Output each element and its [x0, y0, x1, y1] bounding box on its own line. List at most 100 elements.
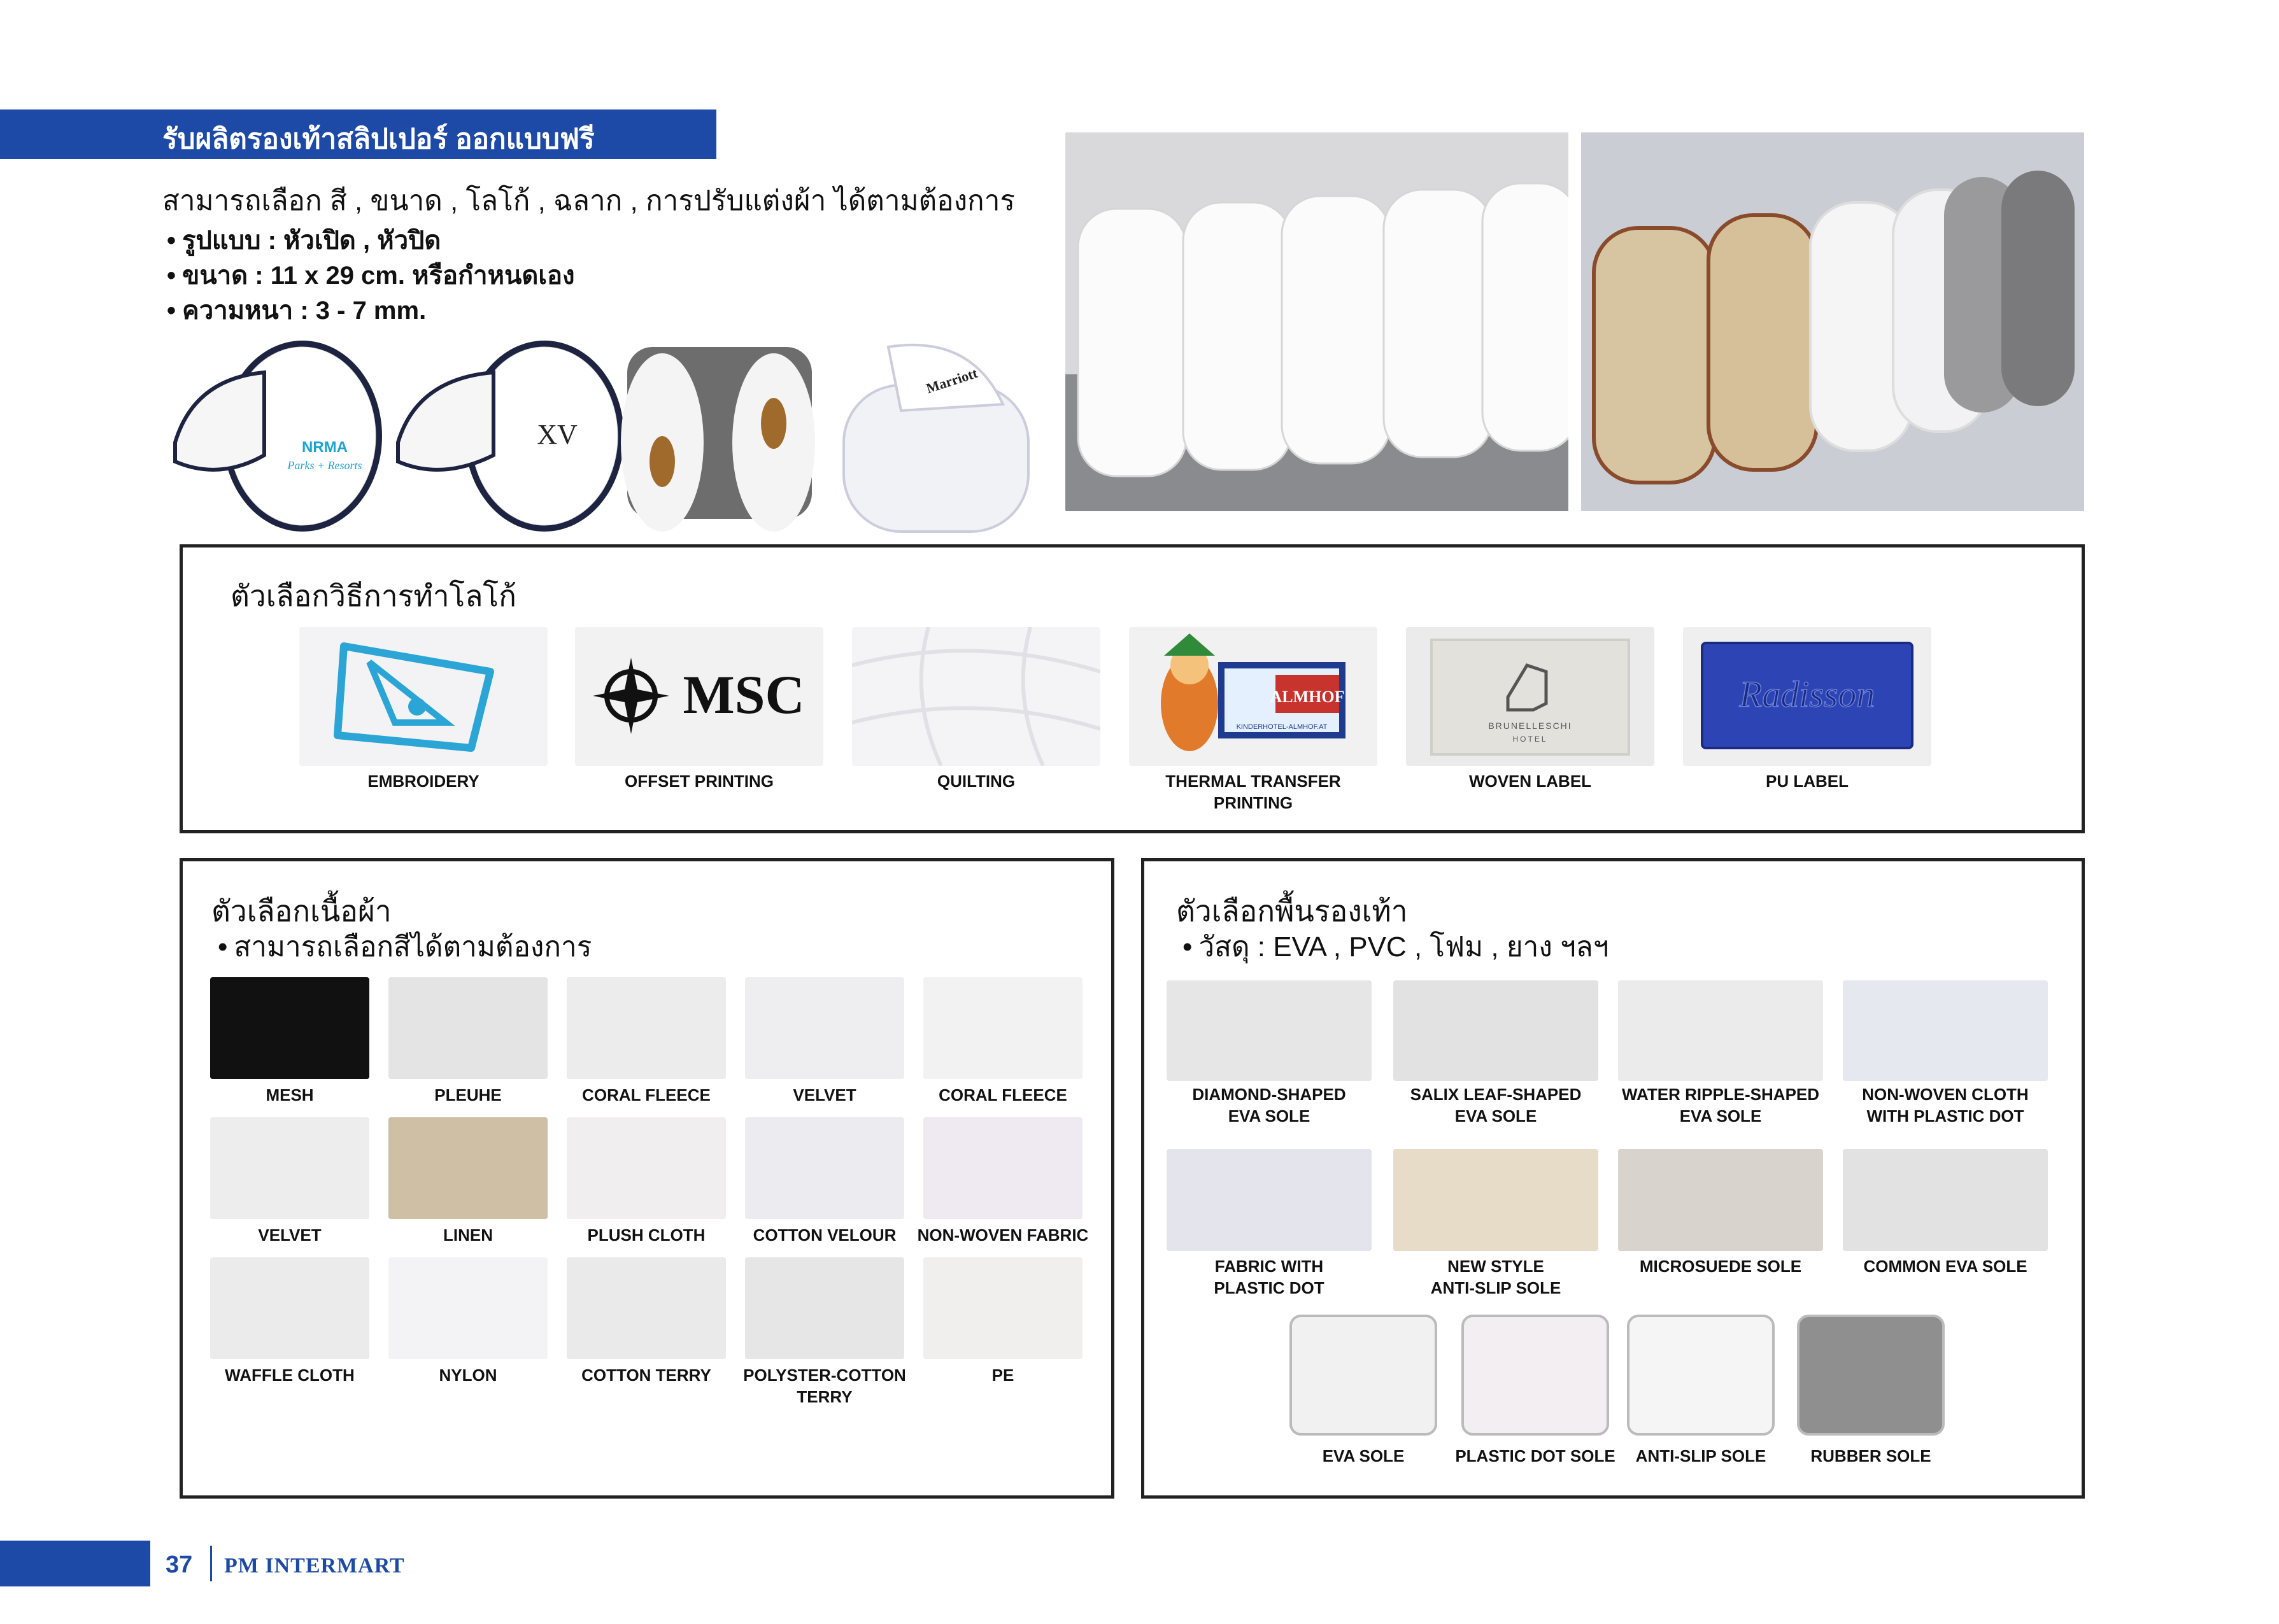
- fabric-swatch: [388, 1117, 548, 1219]
- fabric-subtitle: สามารถเลือกสีได้ตามต้องการ: [218, 924, 592, 969]
- fabric-swatch: [923, 1117, 1083, 1219]
- logo-method-label: OFFSET PRINTING: [625, 772, 774, 791]
- fabric-swatch: [210, 1257, 369, 1359]
- sole-swatch: [1618, 1149, 1823, 1251]
- sole-subtitle: วัสดุ : EVA , PVC , โฟม , ยาง ฯลฯ: [1182, 924, 1608, 969]
- fabric-label: PE: [991, 1366, 1014, 1385]
- embroidery-sample: [299, 627, 548, 766]
- fabric-label: LINEN: [443, 1225, 493, 1245]
- fabric-label: CORAL FLEECE: [582, 1085, 711, 1105]
- footer-divider: [210, 1546, 212, 1581]
- slipper-sample-4: Marriott: [842, 344, 1030, 533]
- sole-label: ANTI-SLIP SOLE: [1635, 1446, 1766, 1465]
- footer-bar: [0, 1541, 150, 1586]
- title-banner: [0, 109, 716, 159]
- sole-swatch: [1843, 980, 2048, 1081]
- fabric-swatch: [923, 977, 1083, 1079]
- fabric-swatch: [210, 1117, 369, 1219]
- pu-sample-text: Radisson: [1739, 674, 1875, 715]
- thermal-sample-text: ALMHOF: [1270, 688, 1345, 706]
- logo-method-label: THERMAL TRANSFER PRINTING: [1165, 772, 1341, 812]
- fabric-label: PLUSH CLOTH: [587, 1225, 706, 1245]
- footer-brand: PM INTERMART: [224, 1554, 405, 1578]
- fabric-label: VELVET: [258, 1225, 322, 1245]
- sole-swatch: [1289, 1315, 1437, 1436]
- fabric-swatch: [745, 1257, 904, 1359]
- fabric-swatch: [567, 1257, 726, 1359]
- slipper-sample-2: XV: [396, 341, 624, 532]
- fabric-label: CORAL FLEECE: [939, 1085, 1067, 1105]
- fabric-label: WAFFLE CLOTH: [225, 1366, 355, 1385]
- thermal-transfer-sample: ALMHOF KINDERHOTEL-ALMHOF.AT: [1129, 627, 1377, 766]
- white-slippers-photo: [1065, 132, 1568, 511]
- fabric-swatch: [210, 977, 369, 1079]
- sole-swatch: [1393, 980, 1598, 1081]
- fabric-label: NYLON: [439, 1366, 497, 1385]
- sole-label: NEW STYLE ANTI-SLIP SOLE: [1430, 1257, 1561, 1297]
- fabric-title: ตัวเลือกเนื้อผ้า: [211, 894, 392, 928]
- fabric-swatch: [567, 977, 726, 1079]
- fabric-label: COTTON VELOUR: [753, 1225, 897, 1245]
- sole-swatch: [1461, 1315, 1609, 1436]
- sole-swatch: [1167, 980, 1372, 1081]
- slipper-sample-1: NRMA Parks + Resorts: [173, 341, 382, 532]
- fabric-swatch: [567, 1117, 726, 1219]
- logo-method-label: QUILTING: [937, 772, 1016, 791]
- sole-label: WATER RIPPLE-SHAPED EVA SOLE: [1621, 1085, 1820, 1126]
- fabric-label: POLYSTER-COTTON TERRY: [743, 1366, 906, 1406]
- logo-2: XV: [537, 419, 578, 450]
- logo-method-panel: [180, 544, 2085, 833]
- fabric-label: PLEUHE: [434, 1085, 502, 1105]
- logo-method-title: ตัวเลือกวิธีการทำโลโก้: [231, 579, 516, 612]
- intro-text: สามารถเลือก สี , ขนาด , โลโก้ , ฉลาก , ก…: [162, 185, 1016, 216]
- thermal-sample-sub: KINDERHOTEL-ALMHOF.AT: [1237, 723, 1328, 731]
- page-number: 37: [166, 1551, 193, 1578]
- logo-method-label: EMBROIDERY: [367, 772, 479, 791]
- sole-label: NON-WOVEN CLOTH WITH PLASTIC DOT: [1862, 1085, 2029, 1126]
- fabric-swatch: [745, 1117, 904, 1219]
- logo-1-line-2: Parks + Resorts: [287, 459, 362, 472]
- sole-swatch: [1843, 1149, 2048, 1251]
- sole-label: SALIX LEAF-SHAPED EVA SOLE: [1410, 1085, 1582, 1126]
- slipper-sample-3: [621, 347, 815, 532]
- bullet-thickness: ความหนา : 3 - 7 mm.: [167, 290, 426, 330]
- fabric-label: NON-WOVEN FABRIC: [917, 1225, 1089, 1245]
- sole-title: ตัวเลือกพื้นรองเท้า: [1176, 894, 1408, 928]
- sole-label: PLASTIC DOT SOLE: [1455, 1446, 1615, 1465]
- logo-1-line-1: NRMA: [302, 439, 348, 456]
- colored-slippers-photo: [1581, 132, 2084, 511]
- fabric-swatch: [388, 1257, 548, 1359]
- sole-label: COMMON EVA SOLE: [1863, 1257, 2027, 1276]
- sole-swatch: [1618, 980, 1823, 1081]
- offset-printing-sample: MSC: [575, 627, 823, 766]
- sole-label: EVA SOLE: [1322, 1446, 1405, 1465]
- sole-swatch: [1167, 1149, 1372, 1251]
- sole-panel: [1141, 858, 2085, 1499]
- fabric-swatch: [745, 977, 904, 1079]
- bullet-style: รูปแบบ : หัวเปิด , หัวปิด: [167, 220, 441, 260]
- pu-label-sample: Radisson: [1683, 627, 1931, 766]
- sole-swatch: [1627, 1315, 1775, 1436]
- fabric-swatch: [388, 977, 548, 1079]
- sole-label: RUBBER SOLE: [1810, 1446, 1931, 1465]
- offset-sample-text: MSC: [683, 664, 804, 725]
- woven-label-sample: BRUNELLESCHI HOTEL: [1406, 627, 1654, 766]
- logo-method-label: PU LABEL: [1766, 772, 1849, 791]
- sole-label: MICROSUEDE SOLE: [1639, 1257, 1802, 1276]
- banner-title: รับผลิตรองเท้าสลิปเปอร์ ออกแบบฟรี: [162, 124, 595, 155]
- woven-sample-sub: HOTEL: [1512, 735, 1547, 744]
- fabric-label: MESH: [266, 1085, 314, 1105]
- sole-swatch: [1797, 1315, 1945, 1436]
- woven-sample-text: BRUNELLESCHI: [1488, 721, 1572, 731]
- sole-label: FABRIC WITH PLASTIC DOT: [1214, 1257, 1324, 1297]
- fabric-label: COTTON TERRY: [581, 1366, 711, 1385]
- quilting-sample: [852, 627, 1100, 766]
- logo-method-label: WOVEN LABEL: [1468, 772, 1592, 791]
- fabric-swatch: [923, 1257, 1083, 1359]
- bullet-size: ขนาด : 11 x 29 cm. หรือกำหนดเอง: [167, 255, 575, 295]
- sample-slippers: NRMA Parks + Resorts XV Marriott: [173, 341, 1030, 533]
- sole-label: DIAMOND-SHAPED EVA SOLE: [1192, 1085, 1346, 1126]
- sole-swatch: [1393, 1149, 1598, 1251]
- fabric-label: VELVET: [793, 1085, 856, 1105]
- fabric-panel: [180, 858, 1114, 1499]
